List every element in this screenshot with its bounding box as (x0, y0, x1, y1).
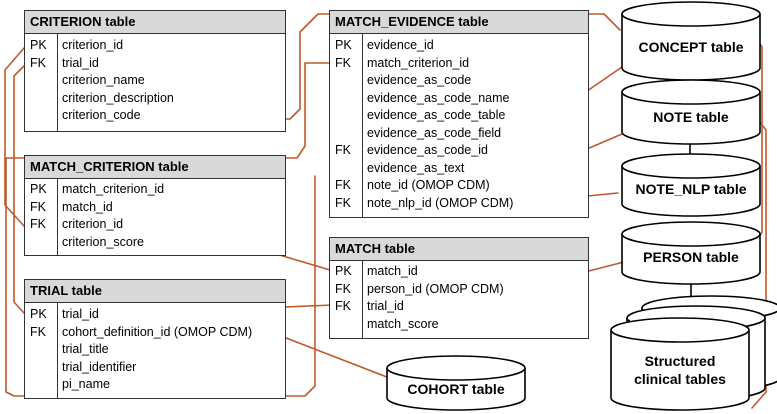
link-person-structured-right (751, 116, 767, 409)
table-row: criterion_score (62, 234, 144, 249)
table-row: evidence_as_code_field (367, 125, 502, 140)
link-criterion-concept (159, 13, 621, 120)
table-row: match_score (367, 316, 439, 331)
table-row: trial_identifier (62, 359, 137, 374)
link-trial-cohort (267, 330, 411, 387)
link-concept-right (751, 31, 763, 251)
table-row: evidence_as_code_table (367, 108, 506, 122)
criterion-table-title: CRITERION table (25, 11, 285, 34)
table-row: criterion_description (62, 90, 174, 105)
link-evidence-matchcriterion (5, 62, 330, 397)
table-row: evidence_as_text (367, 160, 465, 175)
table-row: evidence_as_code (367, 73, 472, 87)
match-evidence-table-title: MATCH_EVIDENCE table (330, 11, 588, 34)
table-row: criterion_name (62, 73, 145, 87)
match-criterion-table-title: MATCH_CRITERION table (25, 156, 285, 179)
link-matchcriterion-criterion (4, 47, 25, 227)
table-row: pi_name (62, 377, 110, 391)
table-row: criterion_code (62, 108, 141, 122)
table-row: evidence_as_code_name (367, 90, 510, 105)
trial-table-title: TRIAL table (25, 280, 285, 303)
table-row: trial_title (62, 342, 109, 356)
match-table-title: MATCH table (330, 238, 588, 261)
link-criterion-trial (13, 65, 25, 314)
